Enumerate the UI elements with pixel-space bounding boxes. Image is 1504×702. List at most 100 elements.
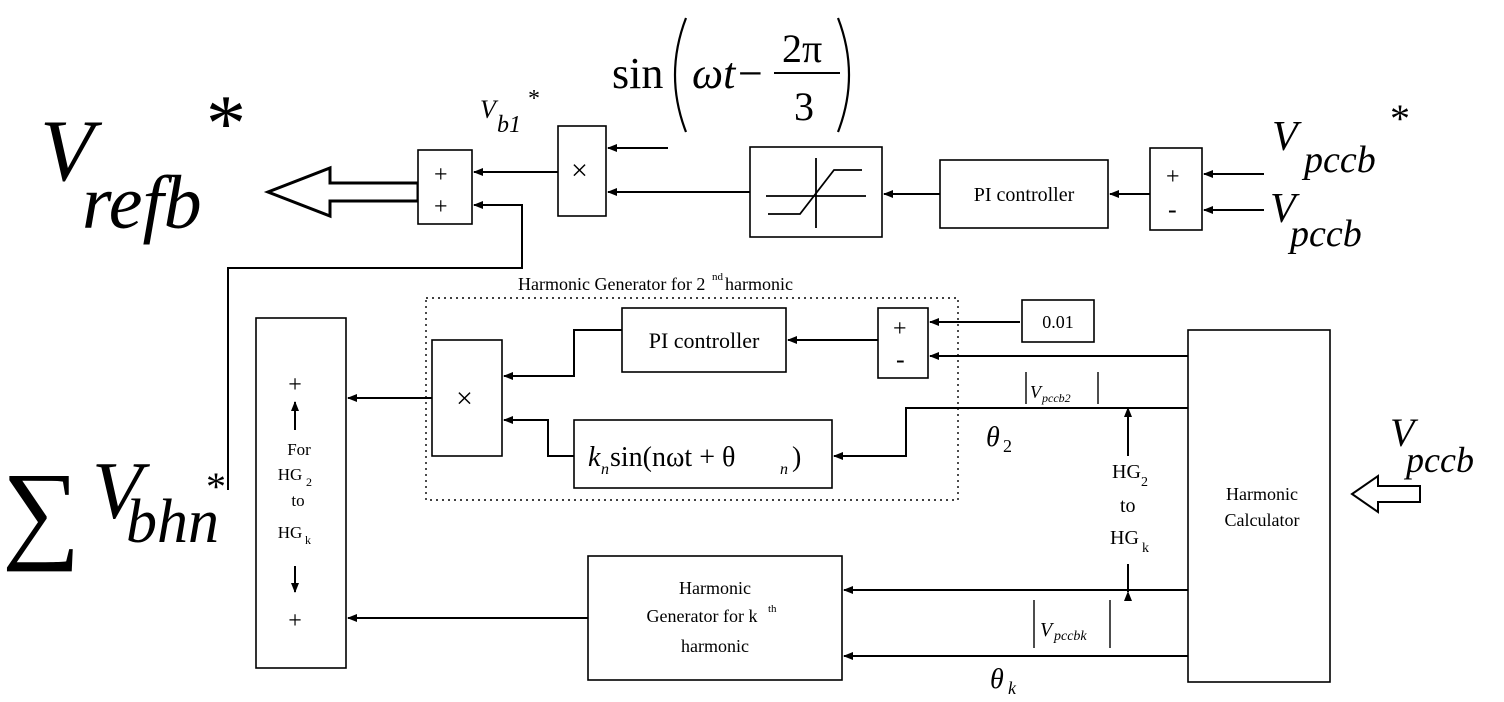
top-path-wires	[227, 144, 1264, 490]
top-multiplier-symbol: ×	[571, 154, 588, 187]
svg-text:*: *	[206, 80, 246, 168]
svg-text:*: *	[1390, 96, 1410, 141]
svg-text:k: k	[305, 533, 311, 547]
svg-text:HG: HG	[1110, 527, 1139, 549]
vpccbk-magnitude-label: V pccbk	[1033, 600, 1111, 648]
svg-text:b1: b1	[497, 112, 521, 138]
svg-text:V: V	[40, 103, 103, 200]
svg-text:V: V	[1270, 186, 1300, 232]
thetak-label: θ k	[990, 664, 1017, 698]
summer-plus-top: +	[288, 372, 302, 398]
harmonic-calculator-label-2: Calculator	[1225, 510, 1300, 530]
vref-output-label: V refb *	[40, 80, 246, 245]
harmonic-calculator-label-1: Harmonic	[1226, 484, 1298, 504]
svg-text:n: n	[780, 461, 788, 478]
svg-text:pccb: pccb	[1301, 139, 1376, 181]
svg-text:k: k	[588, 442, 601, 473]
mid-multiplier-symbol: ×	[456, 382, 473, 415]
svg-text:V: V	[1030, 382, 1043, 402]
vpccb-right-input-label: V pccb	[1390, 410, 1474, 480]
hg-range-label: HG 2 to HG k	[1106, 456, 1152, 564]
svg-text:bhn: bhn	[126, 488, 219, 556]
harmonic-generator-2nd-title: Harmonic Generator for 2 nd harmonic	[518, 271, 793, 294]
svg-text:HG: HG	[278, 523, 303, 542]
svg-text:sin(nωt + θ: sin(nωt + θ	[610, 442, 735, 473]
svg-text:ωt: ωt	[692, 49, 737, 98]
svg-text:V: V	[1272, 114, 1302, 160]
svg-text:pccb: pccb	[1403, 440, 1474, 480]
vpccb-measured-input-label: V pccb	[1270, 186, 1362, 255]
vb1-label: V b1 *	[480, 86, 540, 138]
sine-generator-expression: k n sin(nωt + θ n )	[588, 442, 801, 478]
svg-text:2: 2	[306, 475, 312, 489]
theta2-label: θ 2	[986, 422, 1012, 456]
constant-block	[1021, 299, 1095, 343]
svg-text:to: to	[1120, 495, 1136, 517]
constant-value: 0.01	[1042, 312, 1074, 332]
pi-controller-top-label: PI controller	[974, 184, 1075, 206]
svg-text:refb: refb	[82, 161, 202, 245]
svg-text:k: k	[1008, 678, 1017, 698]
pi-controller-mid-label: PI controller	[649, 328, 760, 353]
svg-text:pccbk: pccbk	[1053, 629, 1087, 644]
svg-text:*: *	[528, 86, 540, 112]
limiter-symbol	[766, 158, 866, 228]
svg-text:V: V	[1040, 619, 1055, 641]
error-adder-sign-plus: +	[1166, 164, 1180, 190]
output-hollow-arrow	[263, 165, 420, 219]
svg-text:−: −	[738, 49, 763, 98]
top-adder-block	[417, 149, 473, 225]
pi-controller-mid	[621, 307, 787, 373]
svg-text:nd: nd	[712, 271, 724, 283]
svg-text:V: V	[480, 95, 499, 124]
svg-text:Harmonic Generator for 2: Harmonic Generator for 2	[518, 274, 705, 294]
mid-multiplier-block	[431, 339, 503, 457]
svg-text:): )	[792, 442, 801, 473]
harmonic-generator-2nd-boundary	[425, 297, 959, 501]
summer-label-for: For	[287, 440, 311, 459]
vpccb2-magnitude-label: V pccb2	[1025, 372, 1099, 405]
summer-label-to: to	[291, 491, 304, 510]
svg-text:HG: HG	[278, 465, 303, 484]
vpccb-right-hollow-arrow	[1350, 474, 1421, 514]
mid-adder-sign-plus: +	[893, 316, 907, 342]
kth-generator-label-3: harmonic	[681, 636, 749, 656]
svg-text:V: V	[1390, 410, 1419, 455]
summer-plus-bottom: +	[288, 608, 302, 634]
harmonic-calculator-block	[1187, 329, 1331, 683]
error-adder-block	[1149, 147, 1203, 231]
kth-generator-label-1: Harmonic	[679, 578, 751, 598]
svg-text:θ: θ	[986, 422, 1000, 453]
svg-text:∑: ∑	[2, 450, 80, 572]
svg-text:2: 2	[1003, 436, 1012, 456]
top-adder-sign-1: +	[434, 162, 448, 188]
summer-label-hgk: HG k	[278, 523, 311, 547]
svg-text:n: n	[601, 461, 609, 478]
svg-text:*: *	[206, 464, 226, 509]
svg-text:3: 3	[794, 84, 814, 129]
svg-text:th: th	[768, 603, 777, 615]
vpccb-ref-input-label: V pccb *	[1272, 96, 1410, 181]
svg-text:HG: HG	[1112, 461, 1141, 483]
svg-text:pccb: pccb	[1287, 213, 1362, 255]
svg-text:pccb2: pccb2	[1041, 391, 1071, 405]
svg-text:Generator for k: Generator for k	[647, 606, 758, 626]
mid-adder-block	[877, 307, 929, 379]
sine-generator-block	[573, 419, 833, 489]
summer-label-hg2: HG 2	[278, 465, 312, 489]
top-multiplier-block	[557, 125, 607, 217]
svg-text:θ: θ	[990, 664, 1004, 695]
sum-vbhn-label: ∑ V bhn *	[2, 445, 226, 572]
harmonic-summer-block	[255, 317, 347, 669]
svg-text:2: 2	[1141, 475, 1148, 490]
svg-text:V: V	[92, 445, 150, 536]
kth-harmonic-generator-block	[587, 555, 843, 681]
svg-text:k: k	[1142, 541, 1149, 556]
svg-text:sin: sin	[612, 49, 663, 98]
top-adder-sign-2: +	[434, 194, 448, 220]
mid-adder-sign-minus: -	[896, 345, 905, 374]
reference-sine-expression: sin ωt − 2π 3	[612, 17, 851, 133]
svg-text:2π: 2π	[782, 26, 822, 71]
error-adder-sign-minus: -	[1168, 195, 1177, 224]
